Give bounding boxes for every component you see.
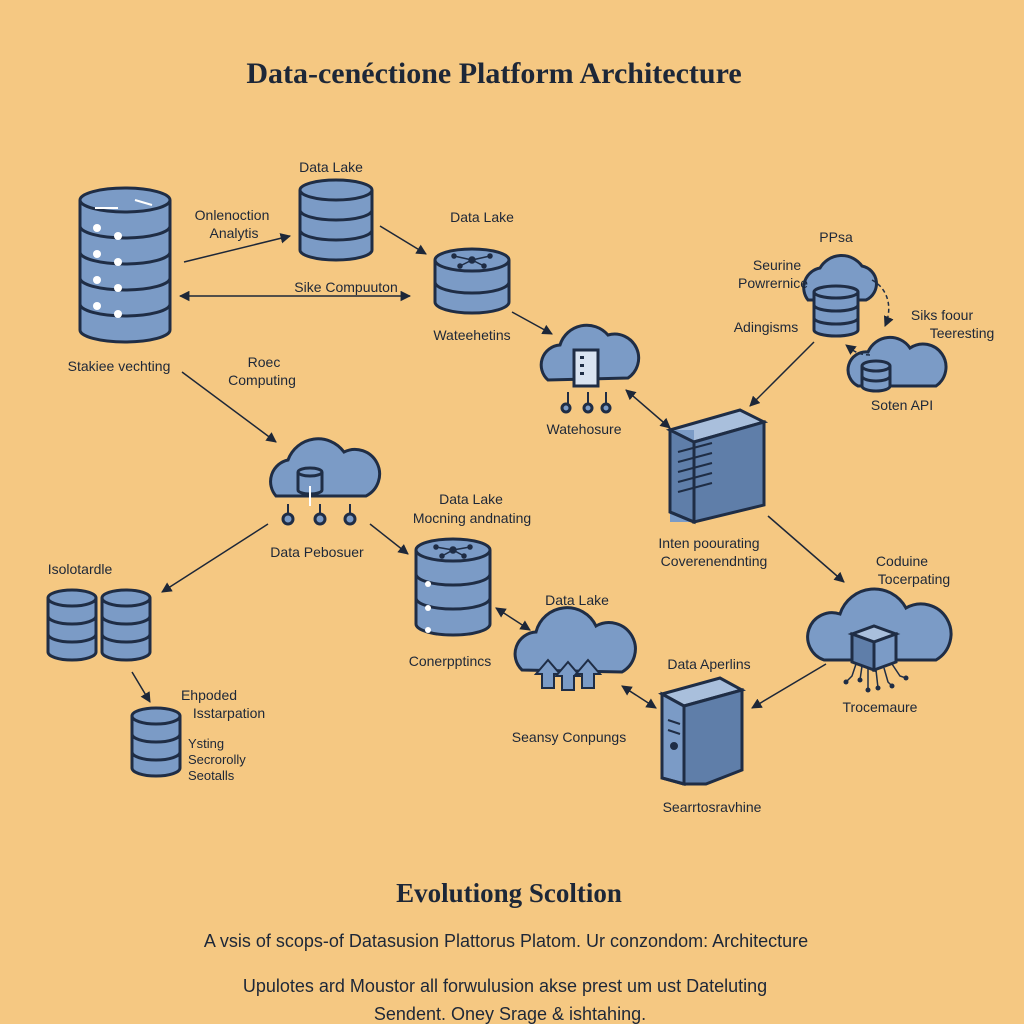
node-label: Tocerpating <box>877 571 951 587</box>
node-label: Coverenendnting <box>660 553 768 569</box>
database-icon <box>46 588 152 662</box>
diagram-title: Data-cenéctione Platform Architecture <box>246 57 742 90</box>
node-label: Watehosure <box>546 421 622 437</box>
node-label: PPsa <box>819 229 853 245</box>
edge-label: Roec <box>247 354 281 370</box>
edge-label: Analytis <box>209 225 259 241</box>
node-label: Data Aperlins <box>667 656 751 672</box>
cloud-icon <box>269 437 382 526</box>
node-label: Mocning andnating <box>412 510 532 526</box>
cloud-icon <box>802 254 878 338</box>
node-label: Wateehetins <box>433 327 511 343</box>
edge-label: Onlenoction <box>194 207 270 223</box>
node-label: Soten API <box>870 397 934 413</box>
cloud-icon <box>539 323 641 414</box>
cloud-icon <box>806 587 953 693</box>
node-label: Inten poourating <box>658 535 760 551</box>
node-label: Adingisms <box>733 319 799 335</box>
server-icon <box>658 676 746 786</box>
node-label: Seansy Conpungs <box>511 729 627 745</box>
database-icon <box>433 247 511 315</box>
node-label: Ysting <box>188 736 225 751</box>
database-icon <box>414 537 492 637</box>
node-label: Trocemaure <box>842 699 918 715</box>
edge-label: Computing <box>228 372 296 388</box>
node-label: Seotalls <box>188 768 235 783</box>
cloud-icon <box>846 335 948 393</box>
node-label: Data Lake <box>439 491 503 507</box>
node-label: Data Lake <box>450 209 514 225</box>
database-icon <box>298 178 374 262</box>
node-label: Data Pebosuer <box>270 544 364 560</box>
edge-label: Sike Compuuton <box>294 279 398 295</box>
diagram-subtitle: Evolutiong Scoltion <box>396 878 622 908</box>
node-label: Powrernice <box>737 275 809 291</box>
node-label: Searrtosravhine <box>662 799 762 815</box>
description-line: A vsis of scops-of Datasusion Plattorus … <box>203 931 809 951</box>
node-label: Coduine <box>875 553 929 569</box>
node-label: Seurine <box>752 257 802 273</box>
node-label: Teeresting <box>929 325 995 341</box>
node-label: Stakiee vechting <box>67 358 171 374</box>
node-label: Conerpptincs <box>408 653 492 669</box>
description-line: Sendent. Oney Srage & ishtahing. <box>373 1004 647 1024</box>
node-label: Secrorolly <box>188 752 246 767</box>
connector-arrows <box>131 225 845 709</box>
node-label: Isolotardle <box>47 561 113 577</box>
database-icon <box>78 186 172 344</box>
description-line: Upulotes ard Moustor all forwulusion aks… <box>242 976 768 996</box>
node-label: Ehpoded <box>180 687 238 703</box>
node-label: Data Lake <box>545 592 609 608</box>
server-icon <box>665 408 769 525</box>
database-icon <box>130 706 182 778</box>
node-label: Data Lake <box>299 159 363 175</box>
cloud-icon <box>513 606 637 691</box>
node-label: Siks foour <box>910 307 974 323</box>
node-label: Isstarpation <box>192 705 266 721</box>
